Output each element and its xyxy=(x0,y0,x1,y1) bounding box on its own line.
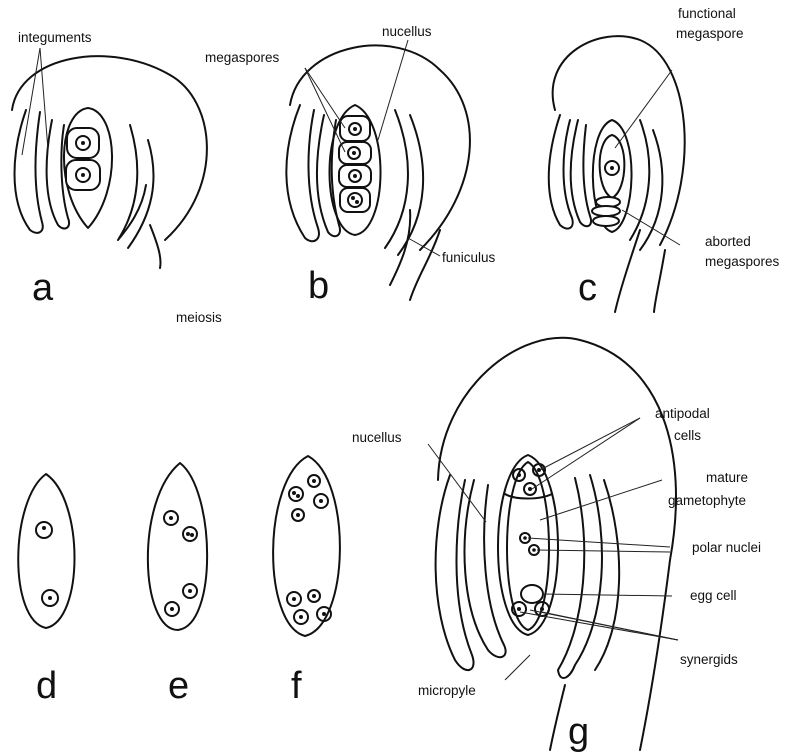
aborted-megaspore-3 xyxy=(593,216,619,226)
inner-integument xyxy=(571,120,591,226)
label-egg-cell: egg cell xyxy=(690,588,737,603)
panel-a-ovule: integuments a xyxy=(12,30,207,309)
pointer xyxy=(305,68,345,152)
outer-integument xyxy=(549,115,573,229)
pointer xyxy=(520,612,678,640)
panel-label-b: b xyxy=(308,265,329,307)
label-aborted-line2: megaspores xyxy=(705,254,780,269)
label-functional-line1: functional xyxy=(678,6,736,21)
panel-label-e: e xyxy=(168,665,189,707)
pointer xyxy=(378,40,408,140)
ovule-outer-wall xyxy=(290,45,470,250)
panel-g-ovule: nucellus antipodal cells mature gametoph… xyxy=(352,338,761,753)
panel-label-f: f xyxy=(291,665,302,707)
panel-label-d: d xyxy=(36,665,57,707)
right-integument xyxy=(630,120,649,240)
label-antipodal-line1: antipodal xyxy=(655,406,710,421)
label-mature-line2: gametophyte xyxy=(668,493,746,508)
label-antipodal-line2: cells xyxy=(674,428,701,443)
funiculus xyxy=(150,225,161,268)
pointer xyxy=(540,418,640,470)
pointer xyxy=(305,68,345,128)
aborted-megaspore-2 xyxy=(592,206,620,216)
label-nucellus-b: nucellus xyxy=(382,24,432,39)
right-integument-outer xyxy=(128,140,154,248)
label-synergids: synergids xyxy=(680,652,738,667)
pointer xyxy=(532,418,640,489)
panel-f-gametophyte: f xyxy=(273,456,340,707)
pointer xyxy=(542,594,672,596)
right-integument-outer xyxy=(398,115,423,255)
panel-d-gametophyte: d xyxy=(18,474,74,707)
panel-label-c: c xyxy=(578,267,597,309)
label-polar-nuclei: polar nuclei xyxy=(692,540,761,555)
funiculus xyxy=(615,230,665,312)
pointer xyxy=(530,610,678,640)
panel-label-g: g xyxy=(568,711,589,753)
outer-integument-right xyxy=(558,475,602,678)
panel-c-ovule: functional megaspore aborted megaspores … xyxy=(549,6,780,312)
egg-cell xyxy=(521,585,543,603)
funiculus xyxy=(550,685,565,750)
pointer xyxy=(615,70,672,148)
label-funiculus: funiculus xyxy=(442,250,496,265)
label-micropyle: micropyle xyxy=(418,683,476,698)
label-integuments: integuments xyxy=(18,30,92,45)
pointer xyxy=(40,48,48,150)
pointer xyxy=(537,550,670,552)
pointer xyxy=(428,444,486,522)
label-megaspores: megaspores xyxy=(205,50,280,65)
ovule-outer-wall xyxy=(12,56,207,240)
label-mature-line1: mature xyxy=(706,470,748,485)
label-nucellus-g: nucellus xyxy=(352,430,402,445)
panel-label-a: a xyxy=(32,267,54,309)
outer-integument xyxy=(15,110,43,233)
megaspore-4 xyxy=(340,188,370,212)
pointer xyxy=(505,655,530,680)
panel-b-ovule: megaspores nucellus funiculus b xyxy=(205,24,496,307)
label-functional-line2: megaspore xyxy=(676,26,744,41)
label-aborted-line1: aborted xyxy=(705,234,751,249)
label-meiosis: meiosis xyxy=(176,310,222,325)
pointer xyxy=(540,480,662,520)
outer-integument xyxy=(286,105,319,241)
panel-e-gametophyte: e xyxy=(148,463,207,707)
right-integument xyxy=(385,110,408,248)
